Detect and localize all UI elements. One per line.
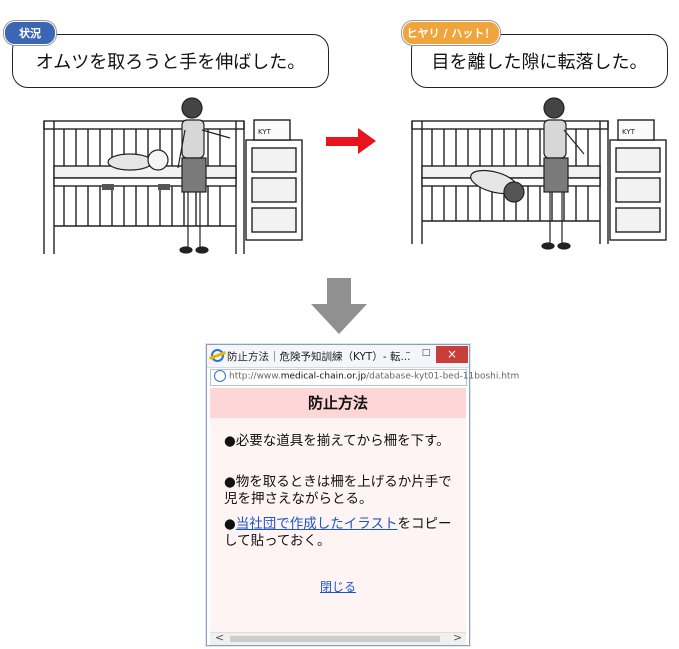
close-link[interactable]: 閉じる [319,580,356,594]
baby-figure [107,149,169,171]
address-bar[interactable]: http://www.medical-chain.or.jp/database-… [210,369,519,386]
scrollbar-thumb[interactable] [230,636,440,642]
cabinet [609,119,667,241]
cabinet-box-label: KYT [258,128,272,136]
window-titlebar[interactable]: 防止方法｜危険予知訓練（KYT）- 転... – □ × [207,345,469,368]
bullet: ● [224,474,236,490]
bullet: ● [224,516,236,532]
page-icon [214,370,226,382]
url-path: /database-kyt01-bed-11boshi.htm [366,371,520,382]
window-title: 防止方法｜危険予知訓練（KYT）- 転... [227,351,411,363]
prevention-item-3: ●当社団で作成したイラストをコピーして貼っておく。 [224,516,456,550]
situation-illustration: KYT [43,97,303,254]
popup-browser-window: 防止方法｜危険予知訓練（KYT）- 転... – □ × http://www.… [206,344,519,646]
prevention-item-text: 物を取るときは柵を上げるか片手で児を押さえながらとる。 [224,474,452,507]
prevention-item-text: をコピーして貼っておく。 [224,516,452,549]
scroll-right-button[interactable]: > [453,631,463,644]
situation-tag: 状況 [4,21,56,45]
situation-tag-label: 状況 [19,27,41,40]
crib [43,120,245,254]
caregiver-figure [541,97,585,250]
incident-tag: ヒヤリ / ハット！ [402,21,500,45]
down-arrow-icon [311,278,367,334]
horizontal-scrollbar[interactable]: < > [210,631,466,645]
cabinet [245,119,303,241]
caregiver-figure [177,97,231,254]
window-close-button[interactable]: × [436,346,468,363]
maximize-button[interactable]: □ [421,348,431,358]
right-arrow-icon [326,128,376,154]
page-content: 防止方法 ●必要な道具を揃えてから柵を下す。 ●物を取るときは柵を上げるか片手で… [210,388,466,634]
prevention-item-2: ●物を取るときは柵を上げるか片手で児を押さえながらとる。 [224,474,456,508]
incident-bubble-text: 目を離した隙に転落した。 [431,52,648,73]
falling-baby-figure [470,169,525,203]
bullet: ● [224,433,236,449]
situation-speech-bubble: オムツを取ろうと手を伸ばした。 [12,34,329,88]
cabinet-box-label: KYT [622,128,636,136]
situation-bubble-text: オムツを取ろうと手を伸ばした。 [35,52,306,73]
url-prefix: http://www. [229,371,281,382]
minimize-button[interactable]: – [405,347,411,358]
illustration-link[interactable]: 当社団で作成したイラスト [235,516,398,532]
prevention-item-text: 必要な道具を揃えてから柵を下す。 [235,433,450,449]
prevention-item-1: ●必要な道具を揃えてから柵を下す。 [224,433,456,450]
page-heading: 防止方法 [210,388,466,418]
incident-tag-label: ヒヤリ / ハット！ [406,27,496,40]
incident-illustration: KYT [411,97,667,250]
scroll-left-button[interactable]: < [215,631,225,644]
browser-icon [211,349,224,362]
url-domain: medical-chain.or.jp [280,371,367,382]
